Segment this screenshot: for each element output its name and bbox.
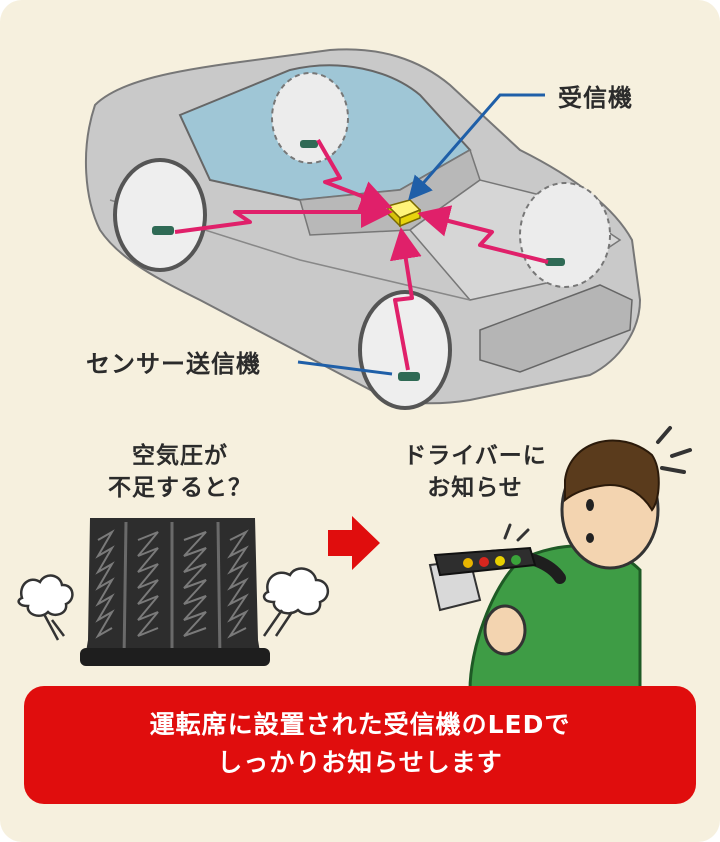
notify-driver-caption-line1: ドライバーに [403, 443, 547, 469]
air-puff-icon [17, 567, 329, 641]
notice-banner: 運転席に設置された受信機のLEDで しっかりお知らせします [24, 686, 696, 804]
tire-image [80, 518, 270, 666]
low-pressure-caption-line1: 空気圧が [132, 443, 228, 469]
low-pressure-caption-line2: 不足すると？ [108, 475, 252, 501]
driver-illustration [428, 426, 692, 692]
tire-sensor [152, 140, 565, 381]
banner-line2: しっかりお知らせします [217, 748, 503, 777]
banner-line1: 運転席に設置された受信機のLEDで [149, 710, 571, 739]
signal-arrows [174, 138, 549, 371]
notify-driver-caption: ドライバーに お知らせ [380, 440, 570, 504]
dashboard-led [433, 546, 537, 577]
notify-driver-caption-line2: お知らせ [427, 475, 523, 501]
sensor-transmitter-label: センサー送信機 [86, 350, 261, 378]
pointer-lines [297, 93, 545, 376]
receiver-label: 受信機 [558, 84, 633, 112]
low-pressure-caption: 空気圧が 不足すると？ [80, 440, 280, 504]
red-right-arrow [328, 516, 380, 570]
